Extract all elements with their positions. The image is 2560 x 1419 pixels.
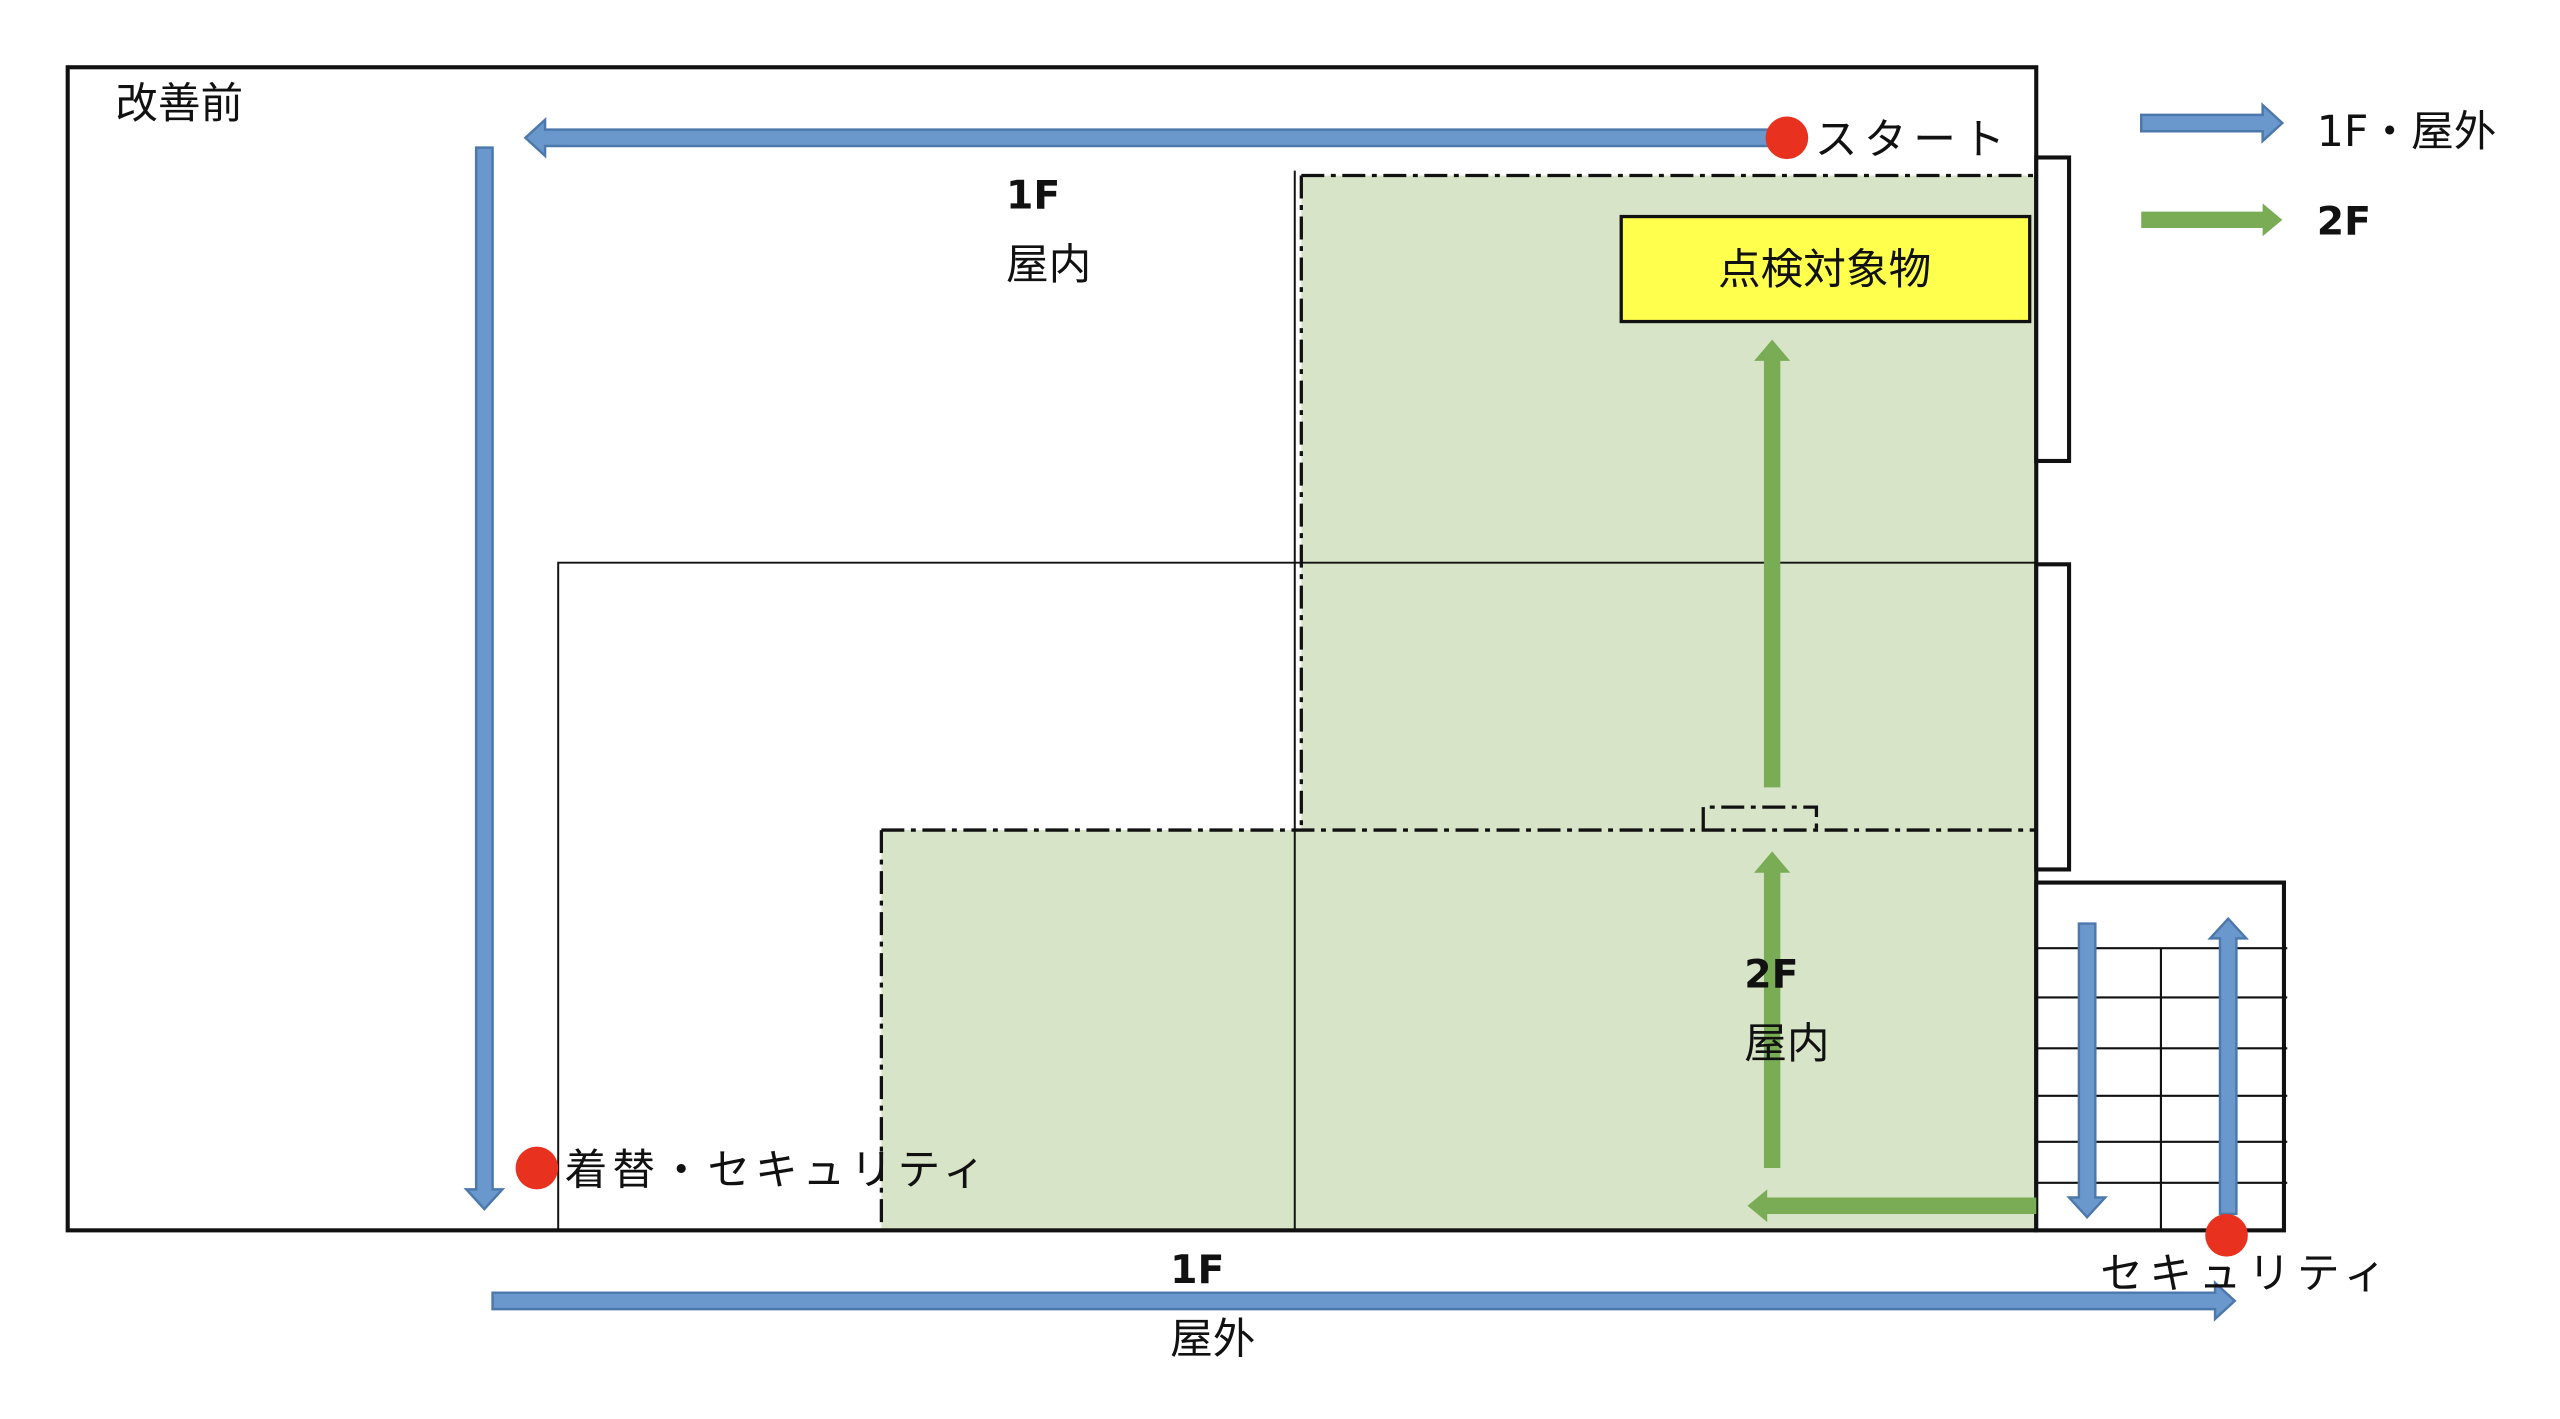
side-door-upper [2034, 155, 2072, 464]
changing-security-label: 着替・セキュリティ [565, 1145, 990, 1195]
legend: 1F・屋外 2F [2317, 107, 2497, 245]
inner-walls [557, 170, 2037, 1231]
changing-security-marker [515, 1146, 559, 1190]
diagram-title: 改善前 [115, 79, 243, 129]
start-label: スタート [1815, 115, 2012, 165]
stair-arrow-up [2207, 916, 2250, 1216]
floor1-outdoor-label: 屋外 [1170, 1314, 1255, 1364]
route-arrow-left-down [463, 146, 506, 1211]
start-marker [1765, 116, 1809, 160]
stair-arrow-down [2066, 922, 2108, 1220]
inspection-target-box [1619, 214, 2032, 324]
floor2-lower-area [881, 830, 2037, 1231]
legend-arrow-green [2141, 203, 2283, 237]
floor1-indoor-label: 屋内 [1006, 240, 1091, 290]
floor2-indoor-floor-label: 2F [1744, 952, 1798, 998]
floor2-arrow-up-upper [1754, 339, 1791, 788]
floor2-indoor-label: 屋内 [1744, 1019, 1829, 1069]
staircase [2034, 880, 2288, 1233]
security-marker [2205, 1213, 2248, 1257]
legend-label-2f: 2F [2317, 199, 2371, 245]
side-door-lower [2034, 562, 2072, 872]
floor1-indoor-floor-label: 1F [1006, 172, 1060, 218]
security-label: セキュリティ [2100, 1249, 2393, 1299]
floor2-arrow-left [1747, 1189, 2037, 1223]
route-arrow-bottom-right [491, 1280, 2237, 1322]
inspection-target-label: 点検対象物 [1718, 245, 1931, 295]
route-arrow-top-left [523, 116, 1790, 159]
floor1-outdoor-floor-label: 1F [1170, 1247, 1224, 1293]
floor2-arrow-up-lower [1754, 851, 1791, 1169]
legend-label-1f-outdoor: 1F・屋外 [2317, 107, 2497, 157]
floor2-boundary [879, 173, 2037, 1231]
legend-arrow-blue [2140, 102, 2285, 144]
